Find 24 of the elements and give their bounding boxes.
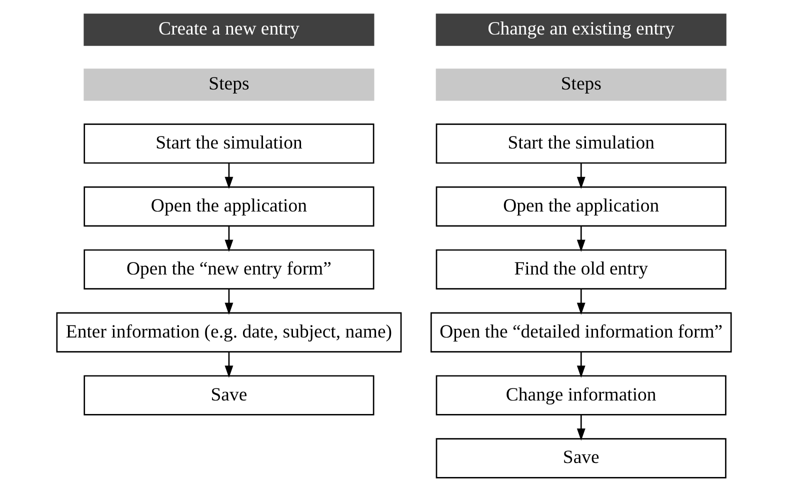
arrow: [224, 226, 233, 252]
node-box: Change an existing entry: [435, 13, 726, 46]
arrow: [224, 288, 233, 314]
node-box: Find the old entry: [435, 248, 726, 290]
arrow: [576, 226, 585, 252]
arrow: [576, 162, 585, 188]
node-box: Open the application: [435, 186, 726, 226]
arrow: [224, 352, 233, 378]
node-box: Open the “detailed information form”: [430, 312, 732, 352]
arrow: [576, 352, 585, 378]
node-box: Enter information (e.g. date, subject, name): [56, 312, 402, 352]
node-box: Save: [435, 438, 726, 478]
node-box: Change information: [435, 374, 726, 415]
node-box: Open the “new entry form”: [83, 248, 374, 290]
arrow: [224, 162, 233, 188]
node-box: Open the application: [83, 186, 374, 226]
node-box: Save: [83, 374, 374, 415]
node-box: Steps: [83, 68, 374, 100]
node-box: Create a new entry: [83, 13, 374, 46]
node-box: Steps: [435, 68, 726, 100]
node-box: Start the simulation: [435, 122, 726, 164]
arrow: [576, 288, 585, 314]
arrow: [576, 414, 585, 440]
node-box: Start the simulation: [83, 122, 374, 164]
